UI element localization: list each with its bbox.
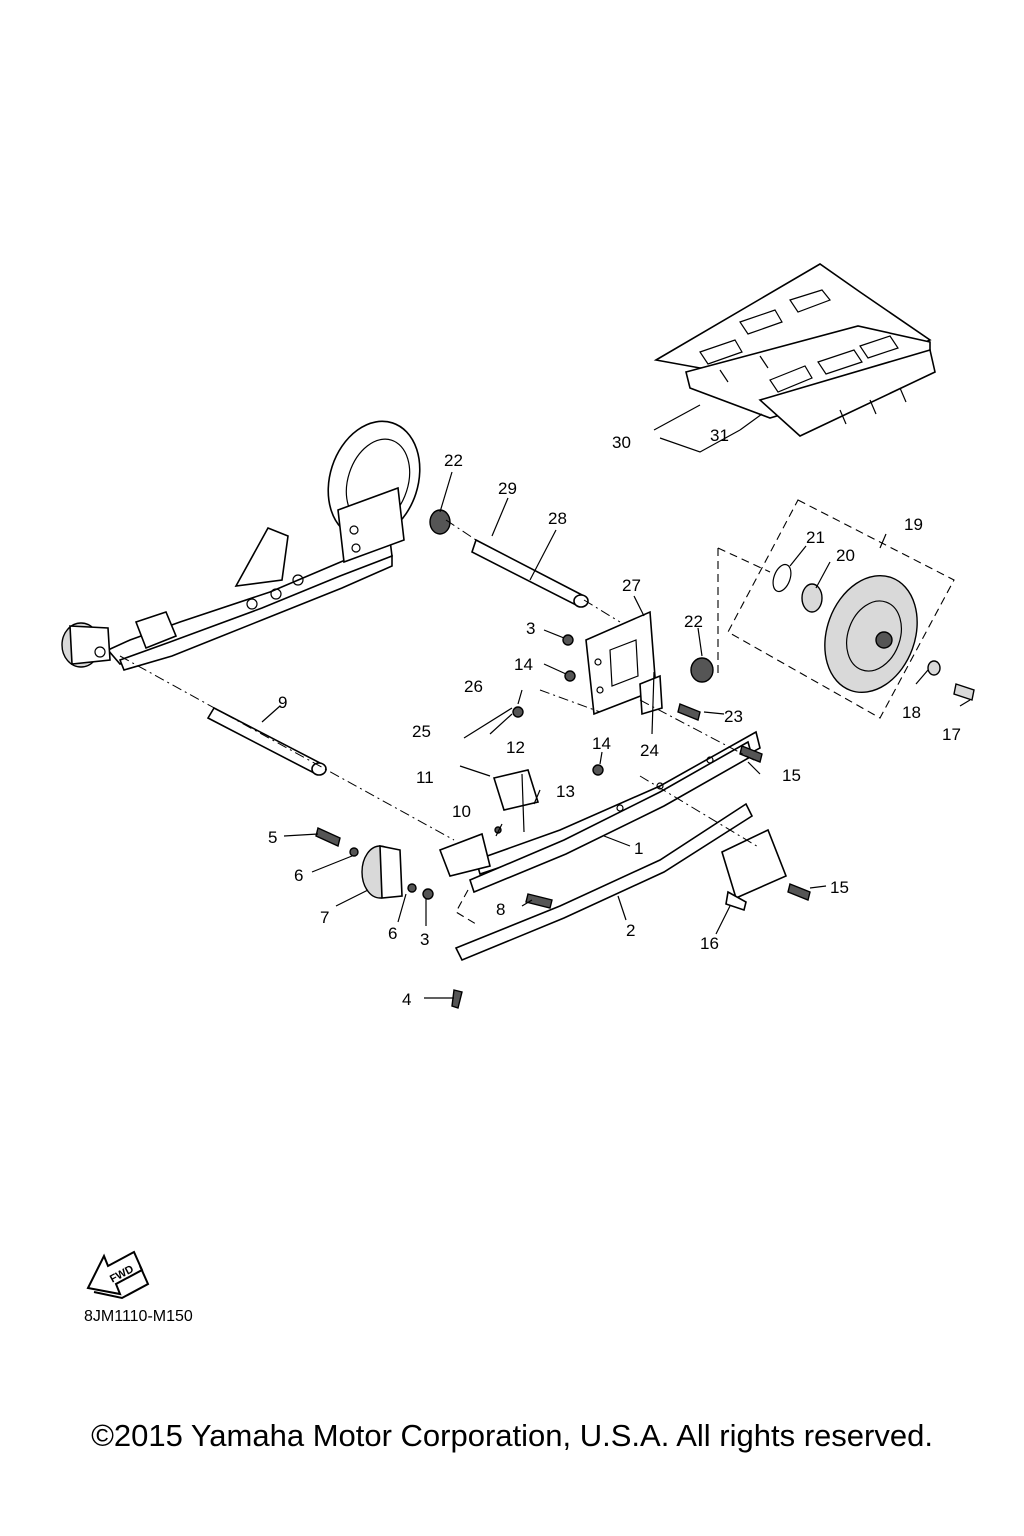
callout-9: 9	[278, 693, 287, 712]
track-illustration	[653, 263, 936, 437]
leader-lines	[261, 404, 971, 999]
callout-19: 19	[904, 515, 923, 534]
callout-23: 23	[724, 707, 743, 726]
callout-3-lower: 3	[420, 930, 429, 949]
callout-31: 31	[710, 426, 729, 445]
callout-27: 27	[622, 576, 641, 595]
callout-12: 12	[506, 738, 525, 757]
callout-22-lower: 22	[684, 612, 703, 631]
callout-24: 24	[640, 741, 659, 760]
callout-22-upper: 22	[444, 451, 463, 470]
callout-25: 25	[412, 722, 431, 741]
right-slide-rail-1	[438, 730, 761, 877]
idler-wheel-19	[772, 563, 975, 701]
callout-10: 10	[452, 802, 471, 821]
callout-numbers: 30 31 22 29 28 19 21 20 27 22 3 14 26 9 …	[268, 426, 961, 1009]
callout-5: 5	[268, 828, 277, 847]
callout-16: 16	[700, 934, 719, 953]
callout-6-right: 6	[388, 924, 397, 943]
shaft-29-28	[471, 538, 589, 608]
bushing-22-lower	[690, 657, 714, 683]
callout-14-upper: 14	[514, 655, 533, 674]
callout-13: 13	[556, 782, 575, 801]
slider-wheel-7	[361, 845, 403, 899]
callout-29: 29	[498, 479, 517, 498]
diagram-code: 8JM1110-M150	[84, 1308, 193, 1325]
callout-8: 8	[496, 900, 505, 919]
callout-7: 7	[320, 908, 329, 927]
callout-1: 1	[634, 839, 643, 858]
callout-17: 17	[942, 725, 961, 744]
callout-15-lower: 15	[830, 878, 849, 897]
stopper-12	[492, 769, 540, 811]
fasteners	[315, 634, 811, 1009]
bushing-22-upper	[429, 509, 451, 535]
callout-2: 2	[626, 921, 635, 940]
left-slide-rail	[61, 486, 405, 671]
assembly-lines	[119, 519, 771, 925]
copyright-notice: ©2015 Yamaha Motor Corporation, U.S.A. A…	[91, 1418, 933, 1453]
callout-6-left: 6	[294, 866, 303, 885]
callout-30: 30	[612, 433, 631, 452]
callout-26: 26	[464, 677, 483, 696]
callout-21: 21	[806, 528, 825, 547]
callout-18: 18	[902, 703, 921, 722]
bracket-16	[721, 828, 788, 912]
callout-3-upper: 3	[526, 619, 535, 638]
pivot-arm-9	[206, 706, 327, 776]
callout-20: 20	[836, 546, 855, 565]
callout-15-upper: 15	[782, 766, 801, 785]
callout-4: 4	[402, 990, 411, 1009]
callout-11: 11	[416, 768, 434, 787]
bracket-27	[585, 610, 663, 716]
callout-14-lower: 14	[592, 734, 611, 753]
fwd-arrow-icon: FWD	[86, 1250, 150, 1300]
callout-28: 28	[548, 509, 567, 528]
